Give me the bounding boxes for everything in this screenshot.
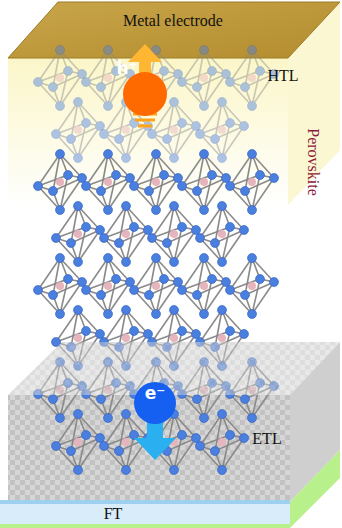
ft-layer: FT <box>80 503 146 525</box>
layer-label: h⁺ <box>116 59 137 78</box>
electron-circle <box>134 382 176 424</box>
ft-side <box>290 450 340 528</box>
ft-edge <box>0 500 290 504</box>
layer-label: HTL <box>267 67 298 85</box>
perovskite-lattice <box>34 46 279 475</box>
perovskite-layer: Perovskite <box>301 92 325 232</box>
ft-bottom <box>0 524 290 528</box>
htl-layer: HTL <box>243 62 323 90</box>
hole-circle <box>123 72 167 116</box>
layer-label: e⁻ <box>145 384 166 403</box>
layer-label: FT <box>104 505 123 523</box>
hole-carrier: h⁺ <box>112 56 142 80</box>
ft-front <box>0 504 290 524</box>
metal-electrode-plate <box>8 2 340 58</box>
layer-label: Perovskite <box>304 128 322 196</box>
electron-arrow <box>134 418 176 460</box>
electrode-layer: Metal electrode <box>58 4 288 38</box>
layer-label: ETL <box>252 430 281 448</box>
electron-carrier: e⁻ <box>138 382 172 404</box>
etl-top <box>8 342 340 395</box>
etl-layer: ETL <box>235 425 299 453</box>
layer-label: Metal electrode <box>123 12 223 30</box>
